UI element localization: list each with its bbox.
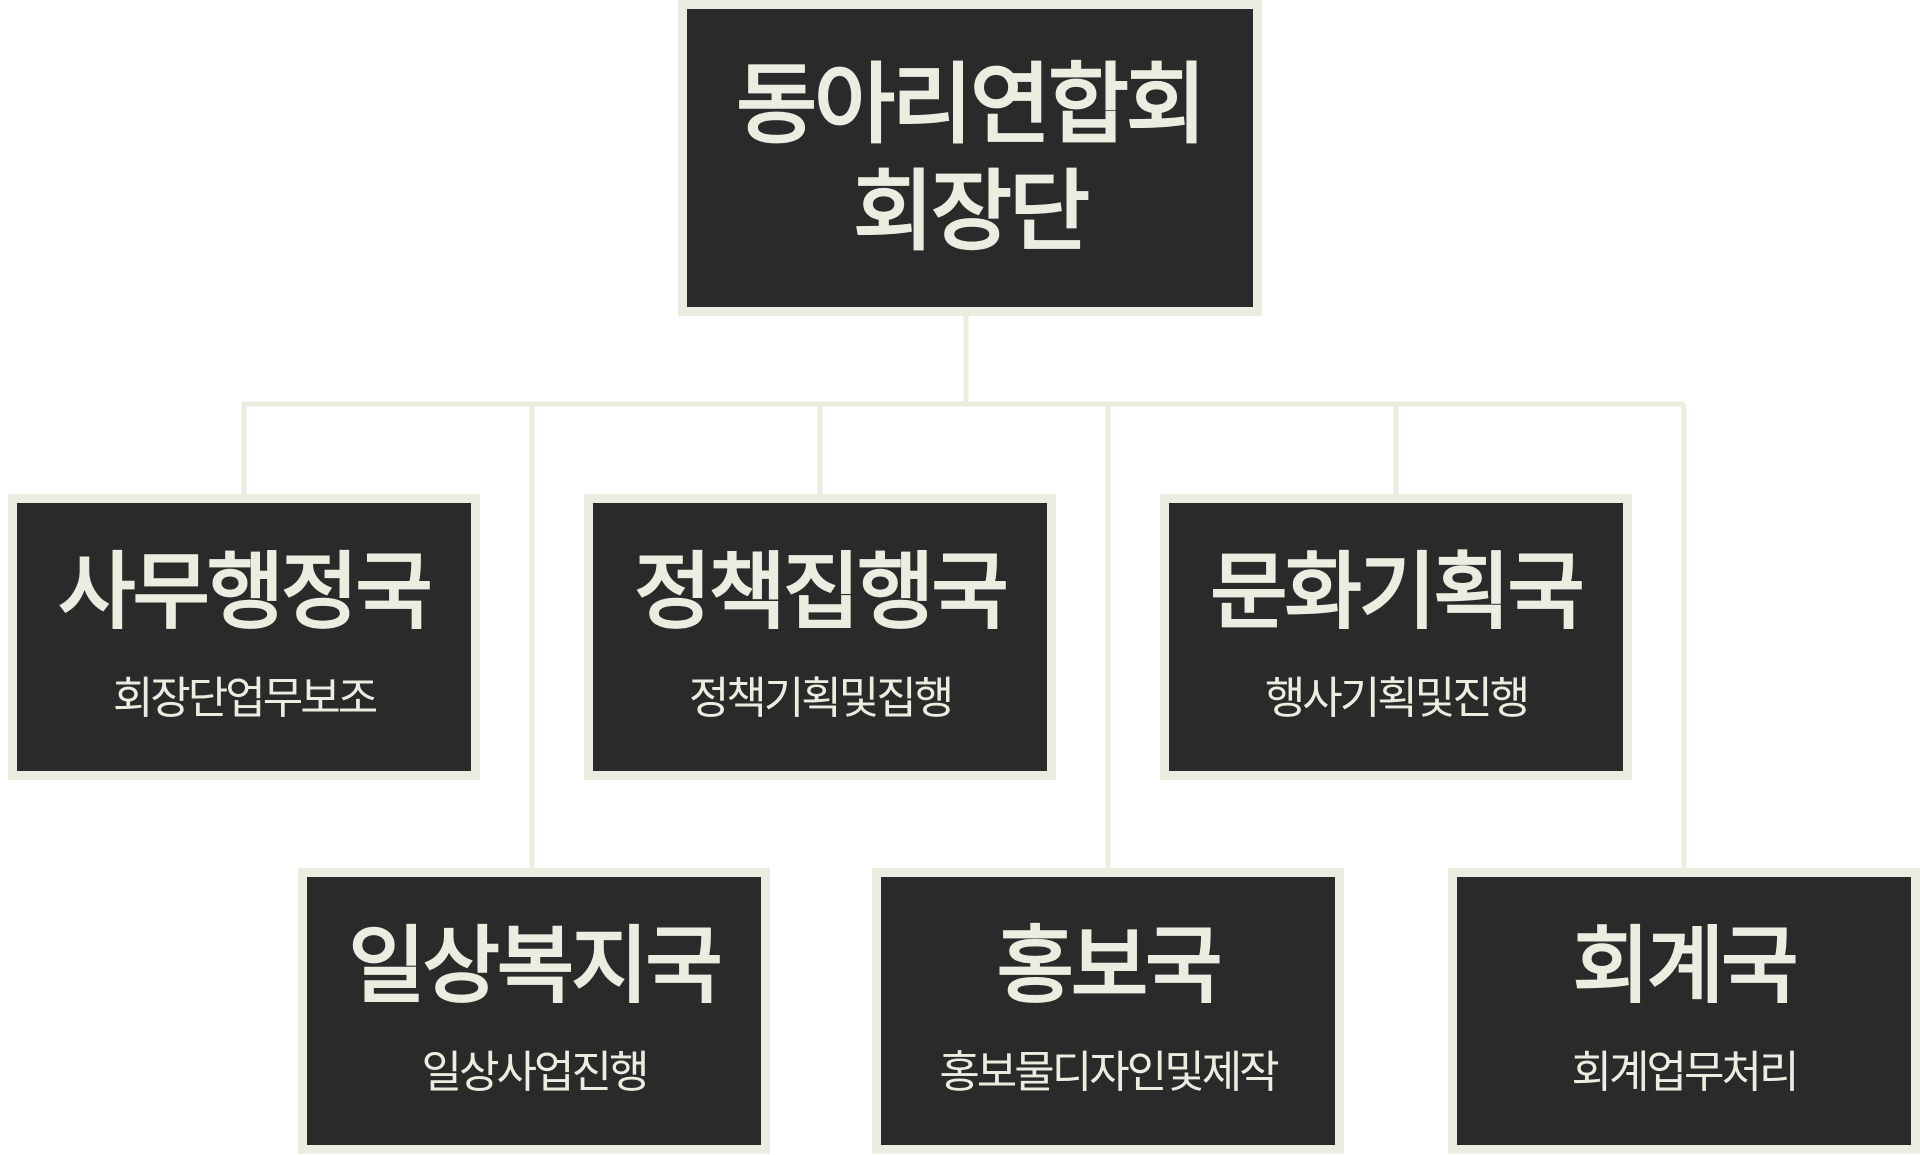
dept-node-accounting: 회계국 회계업무처리 — [1448, 868, 1920, 1154]
dept-subtitle: 회계업무처리 — [1571, 1047, 1800, 1099]
dept-node-welfare: 일상복지국 일상사업진행 — [298, 868, 770, 1154]
dept-title: 사무행정국 — [58, 542, 432, 641]
root-node-president-council: 동아리연합회 회장단 — [678, 0, 1262, 316]
dept-subtitle: 정책기획및집행 — [688, 673, 954, 725]
dept-title: 정책집행국 — [634, 542, 1008, 641]
dept-node-policy: 정책집행국 정책기획및집행 — [584, 494, 1056, 780]
root-title-line-1: 동아리연합회 — [736, 52, 1207, 156]
dept-title: 회계국 — [1572, 916, 1799, 1015]
dept-node-publicity: 홍보국 홍보물디자인및제작 — [872, 868, 1344, 1154]
dept-title: 문화기획국 — [1210, 542, 1584, 641]
root-title-line-2: 회장단 — [853, 160, 1090, 263]
dept-subtitle: 회장단업무보조 — [112, 673, 378, 725]
dept-node-administration: 사무행정국 회장단업무보조 — [8, 494, 480, 780]
dept-subtitle: 일상사업진행 — [421, 1047, 650, 1099]
dept-title: 홍보국 — [996, 916, 1223, 1015]
root-title: 동아리연합회 회장단 — [736, 51, 1207, 266]
dept-title: 일상복지국 — [348, 916, 722, 1015]
dept-node-culture-planning: 문화기획국 행사기획및진행 — [1160, 494, 1632, 780]
dept-subtitle: 행사기획및진행 — [1264, 673, 1530, 725]
dept-subtitle: 홍보물디자인및제작 — [939, 1047, 1279, 1099]
